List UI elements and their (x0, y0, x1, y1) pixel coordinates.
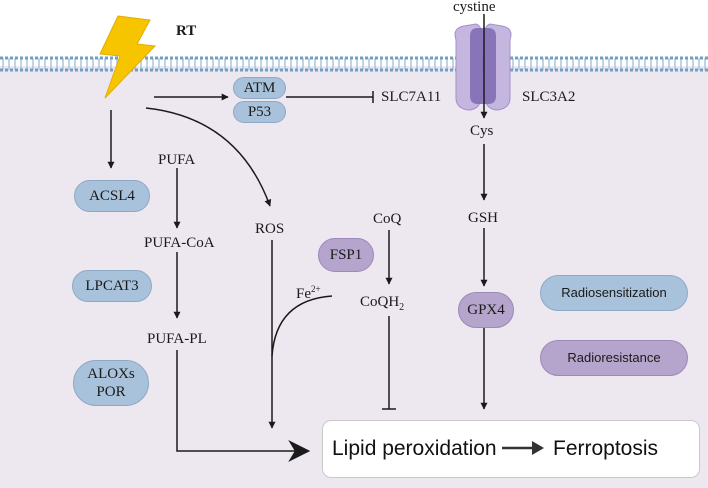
coq-label: CoQ (373, 211, 402, 227)
lipid-peroxidation-label: Lipid peroxidation (332, 437, 497, 460)
cys-label: Cys (470, 123, 494, 139)
coqh-subscript: 2 (399, 302, 405, 313)
alox-por-node: ALOXs POR (73, 360, 149, 406)
transmembrane-transporter-icon (454, 23, 512, 111)
outcome-box: Lipid peroxidation Ferroptosis (322, 420, 700, 478)
lpcat3-node: LPCAT3 (72, 270, 152, 302)
rt-effect-arrows (107, 93, 272, 207)
ros-arrows (268, 240, 333, 429)
slc3a2-label: SLC3A2 (522, 89, 576, 105)
gsh-label: GSH (468, 210, 499, 226)
atm-node: ATM (233, 77, 286, 99)
pufa-label: PUFA (158, 152, 196, 168)
fe-symbol: Fe (296, 286, 311, 302)
coqh-text: CoQH (360, 294, 400, 310)
cell-membrane (0, 56, 708, 72)
fe-charge: 2+ (311, 284, 321, 294)
coq-chain (382, 230, 396, 410)
lightning-bolt-icon (99, 15, 157, 99)
legend-radiosensitization: Radiosensitization (540, 275, 688, 311)
legend-radioresistance: Radioresistance (540, 340, 688, 376)
coqh2-label: CoQH2 (360, 295, 404, 313)
pufa-pl-label: PUFA-PL (147, 331, 207, 347)
right-arrow-icon (502, 441, 544, 455)
slc7a11-label: SLC7A11 (381, 89, 442, 105)
pufa-coa-label: PUFA-CoA (144, 235, 215, 251)
pufa-chain-arrows (173, 168, 311, 462)
fe2-label: Fe2+ (296, 285, 321, 302)
rt-label: RT (176, 23, 197, 39)
p53-node: P53 (233, 101, 286, 123)
acsl4-node: ACSL4 (74, 180, 150, 212)
fsp1-node: FSP1 (318, 238, 374, 272)
cystine-label: cystine (453, 0, 496, 15)
p53-inhibition (286, 91, 374, 103)
gpx4-node: GPX4 (458, 292, 514, 328)
ros-label: ROS (255, 221, 285, 237)
ferroptosis-label: Ferroptosis (553, 437, 659, 460)
